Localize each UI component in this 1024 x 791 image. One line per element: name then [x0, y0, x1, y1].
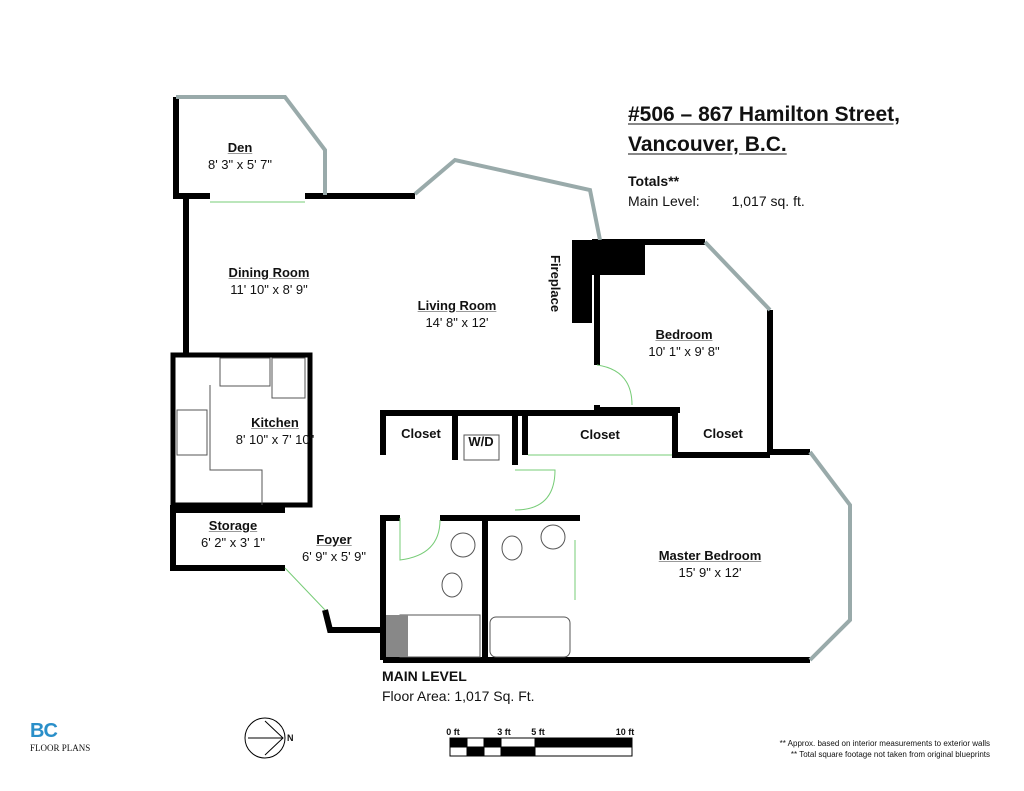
scale-tick: 3 ft — [497, 727, 511, 737]
address-line1: #506 – 867 Hamilton Street, — [628, 103, 900, 126]
room-size: 14' 8" x 12' — [425, 315, 489, 330]
doors — [210, 201, 672, 611]
windows — [176, 95, 852, 662]
room-size: 8' 10" x 7' 10" — [235, 432, 315, 447]
room-kitchen: Kitchen 8' 10" x 7' 10" — [236, 414, 315, 448]
level-name: MAIN LEVEL — [382, 668, 467, 684]
room-master-bedroom: Master Bedroom 15' 9" x 12' — [659, 547, 762, 581]
room-living: Living Room 14' 8" x 12' — [418, 297, 497, 331]
room-size: 6' 2" x 3' 1" — [200, 535, 266, 550]
scale-tick: 0 ft — [446, 727, 460, 737]
room-size: 8' 3" x 5' 7" — [207, 157, 273, 172]
fireplace-block — [572, 240, 645, 323]
shower-seat — [386, 615, 408, 657]
logo: BC FLOOR PLANS — [30, 720, 90, 753]
room-size: 6' 9" x 5' 9" — [301, 549, 367, 564]
fixtures — [176, 357, 571, 658]
room-name: Dining Room — [228, 265, 310, 280]
wd-label: W/D — [468, 434, 494, 449]
address-title: #506 – 867 Hamilton Street, Vancouver, B… — [628, 100, 900, 160]
footnote: ** Total square footage not taken from o… — [790, 750, 990, 759]
compass — [244, 717, 286, 759]
room-name: Master Bedroom — [658, 548, 762, 563]
room-name: Den — [227, 140, 253, 155]
footnote: ** Approx. based on interior measurement… — [779, 739, 990, 748]
scale-tick: 10 ft — [615, 727, 635, 737]
totals-value: 1,017 sq. ft. — [731, 193, 805, 209]
room-foyer: Foyer 6' 9" x 5' 9" — [302, 531, 366, 565]
room-name: Storage — [208, 518, 258, 533]
compass-label: N — [287, 733, 294, 743]
footnotes: ** Approx. based on interior measurement… — [780, 738, 990, 760]
room-name: Living Room — [417, 298, 497, 313]
level-info: MAIN LEVEL Floor Area: 1,017 Sq. Ft. — [382, 666, 535, 706]
room-name: Kitchen — [251, 415, 299, 430]
room-storage: Storage 6' 2" x 3' 1" — [201, 517, 265, 551]
room-size: 15' 9" x 12' — [678, 565, 742, 580]
scale-bar — [449, 737, 633, 757]
room-bedroom: Bedroom 10' 1" x 9' 8" — [648, 326, 719, 360]
room-size: 10' 1" x 9' 8" — [648, 344, 720, 359]
room-size: 11' 10" x 8' 9" — [230, 282, 308, 297]
room-den: Den 8' 3" x 5' 7" — [208, 139, 272, 173]
totals-heading: Totals** — [628, 173, 680, 189]
room-name: Foyer — [316, 532, 352, 547]
walls — [170, 97, 810, 663]
closet-label: Closet — [401, 426, 441, 441]
logo-text: BC — [30, 720, 58, 742]
scale-tick: 5 ft — [531, 727, 545, 737]
logo-subtext: FLOOR PLANS — [30, 743, 91, 753]
room-dining: Dining Room 11' 10" x 8' 9" — [229, 264, 310, 298]
totals: Totals** Main Level: 1,017 sq. ft. — [628, 171, 805, 211]
level-area: Floor Area: 1,017 Sq. Ft. — [382, 688, 535, 704]
closet-label: Closet — [580, 427, 620, 442]
fireplace-label: Fireplace — [548, 255, 563, 313]
address-line2: Vancouver, B.C. — [628, 133, 787, 156]
totals-label: Main Level: — [628, 193, 700, 209]
closet-label: Closet — [703, 426, 743, 441]
room-name: Bedroom — [655, 327, 713, 342]
